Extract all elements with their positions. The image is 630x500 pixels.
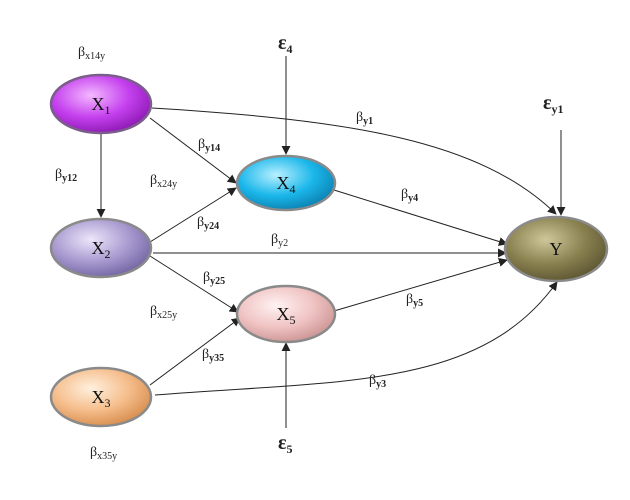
node-x3: X3 xyxy=(49,366,153,428)
error-e5-sub: 5 xyxy=(287,442,293,456)
svg-text:Y: Y xyxy=(550,239,563,259)
label-by24-base: β xyxy=(197,215,204,230)
label-bx25y-base: β xyxy=(150,304,157,319)
node-x5-base: X xyxy=(277,304,290,324)
label-by35: βy35 xyxy=(202,347,224,364)
label-bx14y-sub: x14y xyxy=(85,51,105,62)
arrow-x1-y xyxy=(151,107,557,215)
error-ey1-sub: y1 xyxy=(552,102,564,116)
svg-text:X3: X3 xyxy=(92,387,111,410)
arrow-x5-y xyxy=(333,257,508,312)
svg-text:X1: X1 xyxy=(92,94,111,117)
arrow-x2-x4 xyxy=(149,187,237,243)
error-e5: ε5 xyxy=(278,432,293,456)
node-x5-sub: 5 xyxy=(290,313,296,327)
label-by2-base: β xyxy=(271,232,278,247)
label-by14-base: β xyxy=(198,137,205,152)
label-bx25y: βx25y xyxy=(150,304,177,321)
svg-text:X5: X5 xyxy=(277,304,296,327)
label-bx24y: βx24y xyxy=(150,173,177,190)
node-x1-base: X xyxy=(92,94,105,114)
label-bx24y-base: β xyxy=(150,173,157,188)
arrows xyxy=(96,56,566,428)
node-x3-base: X xyxy=(92,387,105,407)
label-by5: βy5 xyxy=(406,292,423,309)
arrow-x4-y xyxy=(333,189,508,246)
label-by3: βy3 xyxy=(369,373,386,390)
label-by12-base: β xyxy=(55,167,62,182)
arrow-x1-x4 xyxy=(149,117,237,184)
label-by1: βy1 xyxy=(356,110,373,127)
error-e5-base: ε xyxy=(278,432,287,454)
node-y-base: Y xyxy=(550,239,563,259)
node-x2: X2 xyxy=(49,217,153,279)
label-by24: βy24 xyxy=(197,215,219,232)
label-by25-sub: y25 xyxy=(210,276,225,287)
node-x4-sub: 4 xyxy=(290,182,296,196)
label-bx35y-sub: x35y xyxy=(97,451,117,462)
label-by3-sub: y3 xyxy=(376,379,386,390)
path-labels: βx14y βy12 βx24y βy14 βy24 βy25 βx25y βy… xyxy=(55,45,423,462)
error-e4-base: ε xyxy=(278,32,287,54)
svg-text:X2: X2 xyxy=(92,238,111,261)
label-by5-base: β xyxy=(406,292,413,307)
label-by3-base: β xyxy=(369,373,376,388)
label-bx14y-base: β xyxy=(78,45,85,60)
label-by12-sub: y12 xyxy=(62,173,77,184)
node-x3-sub: 3 xyxy=(105,396,111,410)
node-x2-sub: 2 xyxy=(105,247,111,261)
label-by4-base: β xyxy=(401,187,408,202)
node-x2-base: X xyxy=(92,238,105,258)
node-y: Y xyxy=(503,215,609,283)
label-by14-sub: y14 xyxy=(205,143,220,154)
label-by25-base: β xyxy=(203,270,210,285)
label-by1-sub: y1 xyxy=(363,116,373,127)
label-bx35y: βx35y xyxy=(90,445,117,462)
label-bx24y-sub: x24y xyxy=(157,179,177,190)
arrow-x2-x5 xyxy=(149,255,239,313)
label-by14: βy14 xyxy=(198,137,220,154)
error-ey1-base: ε xyxy=(543,92,552,114)
node-x1-sub: 1 xyxy=(105,103,111,117)
error-e4-sub: 4 xyxy=(287,42,293,56)
arrow-x3-y xyxy=(154,281,558,396)
node-x4-base: X xyxy=(277,173,290,193)
label-by4: βy4 xyxy=(401,187,418,204)
label-by35-sub: y35 xyxy=(209,353,224,364)
node-x5: X5 xyxy=(235,284,337,344)
label-by2-sub: y2 xyxy=(278,238,288,249)
node-x4: X4 xyxy=(235,154,337,212)
label-bx25y-sub: x25y xyxy=(157,310,177,321)
label-by5-sub: y5 xyxy=(413,298,423,309)
error-ey1: εy1 xyxy=(543,92,564,116)
error-e4: ε4 xyxy=(278,32,293,56)
node-x1: X1 xyxy=(49,73,153,135)
label-bx35y-base: β xyxy=(90,445,97,460)
label-by24-sub: y24 xyxy=(204,221,219,232)
label-bx14y: βx14y xyxy=(78,45,105,62)
arrow-x3-x5 xyxy=(149,317,241,386)
label-by1-base: β xyxy=(356,110,363,125)
label-by25: βy25 xyxy=(203,270,225,287)
label-by35-base: β xyxy=(202,347,209,362)
label-by12: βy12 xyxy=(55,167,77,184)
svg-text:X4: X4 xyxy=(277,173,296,196)
label-by4-sub: y4 xyxy=(408,193,418,204)
label-by2: βy2 xyxy=(271,232,288,249)
